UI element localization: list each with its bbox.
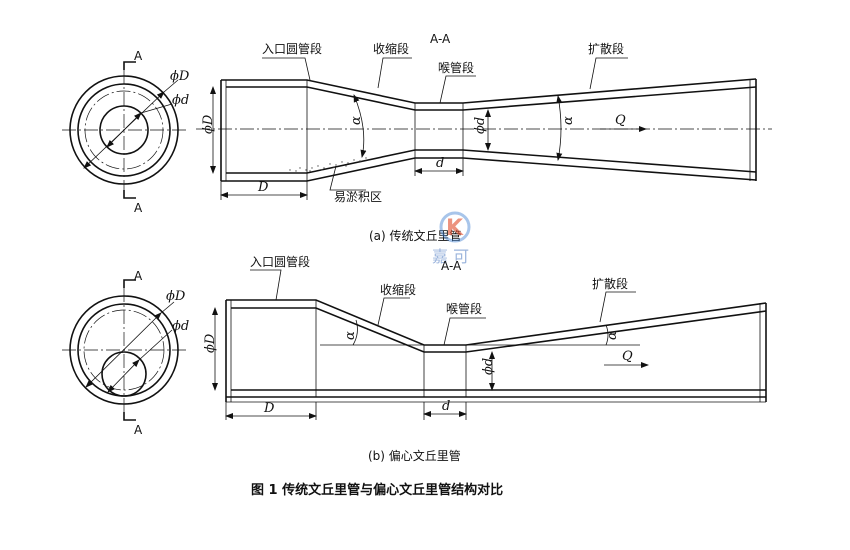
caption-a: (a) 传统文丘里管 [369, 228, 462, 243]
inlet-label-b: 入口圆管段 [250, 254, 310, 269]
figure-caption: 图 1 传统文丘里管与偏心文丘里管结构对比 [251, 482, 503, 498]
phi-d-throat-a: ϕd [473, 117, 488, 134]
contraction-label-a: 收缩段 [373, 41, 409, 56]
D-dimension-a: D [257, 180, 269, 195]
alpha-diffuser-b: α [605, 331, 620, 340]
diffuser-label-b: 扩散段 [592, 276, 628, 291]
flow-Q-label-b: Q [622, 349, 633, 364]
sediment-zone-dots [289, 157, 367, 172]
diffuser-label-a: 扩散段 [588, 41, 624, 56]
contraction-label-b: 收缩段 [380, 282, 416, 297]
section-mark-top-b: A [134, 269, 143, 283]
phi-d-throat-b: ϕd [481, 358, 496, 375]
longitudinal-body-a: Q α α ϕd ϕD D d [196, 57, 772, 200]
section-mark-bottom-a: A [134, 201, 143, 215]
D-dimension-b: D [263, 401, 275, 416]
throat-label-b: 喉管段 [446, 301, 482, 316]
section-title-b: A-A [441, 259, 462, 273]
d-dimension-b: d [442, 399, 450, 414]
flow-Q-label-a: Q [615, 113, 626, 128]
phi-D-inlet-b: ϕD [203, 333, 218, 353]
phi-d-label-a: ϕd [172, 93, 189, 108]
cross-section-a: A A ϕD ϕd [62, 49, 190, 215]
alpha-contraction-b: α [343, 331, 358, 340]
phi-D-label-a: ϕD [170, 69, 190, 84]
watermark-mark: K [446, 216, 464, 241]
alpha-diffuser-a: α [561, 116, 576, 125]
sediment-zone-label: 易淤积区 [334, 190, 382, 204]
phi-D-inlet-a: ϕD [201, 114, 216, 134]
cross-section-b: A A ϕD ϕd [62, 269, 189, 437]
watermark-logo: K 嘉 可 [432, 211, 471, 266]
traditional-venturi: A A ϕD ϕd [62, 32, 772, 243]
watermark-text: 嘉 可 [432, 247, 469, 266]
phi-D-label-b: ϕD [166, 289, 186, 304]
alpha-contraction-a: α [349, 116, 364, 125]
inlet-label-a: 入口圆管段 [262, 41, 322, 56]
eccentric-venturi: A A ϕD ϕd Q α α [62, 254, 767, 463]
section-title-a: A-A [430, 32, 451, 46]
longitudinal-body-b: Q α α ϕd ϕD D d [203, 269, 767, 420]
section-mark-bottom-b: A [134, 423, 143, 437]
caption-b: (b) 偏心文丘里管 [368, 448, 461, 463]
d-dimension-a: d [436, 156, 444, 171]
phi-d-label-b: ϕd [172, 319, 189, 334]
section-mark-top-a: A [134, 49, 143, 63]
throat-label-a: 喉管段 [438, 60, 474, 75]
